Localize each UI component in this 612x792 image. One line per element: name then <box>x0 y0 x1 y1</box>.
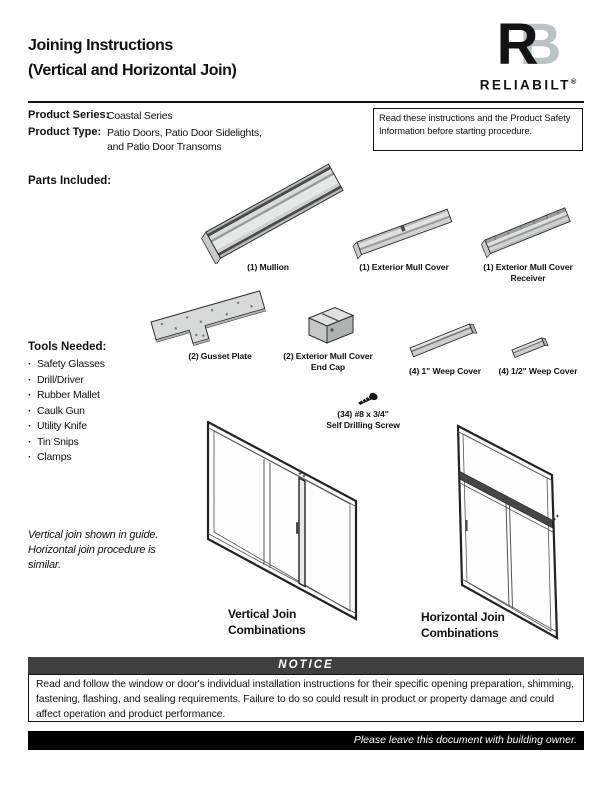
end-cap-illustration-icon <box>307 306 355 344</box>
tool-item: · Utility Knife <box>28 419 148 435</box>
product-series-label: Product Series: <box>28 109 110 121</box>
product-type-value-line1: Patio Doors, Patio Door Sidelights, <box>107 126 262 139</box>
tool-item-label: Utility Knife <box>37 420 87 432</box>
part-label-text: (1) Mullion <box>247 262 289 272</box>
doc-title-line2: (Vertical and Horizontal Join) <box>28 62 237 79</box>
parts-included-heading: Parts Included: <box>28 175 112 187</box>
part-label-self-drilling-screw: (34) #8 x 3/4"Self Drilling Screw <box>308 409 418 431</box>
tool-item: · Safety Glasses <box>28 357 148 373</box>
tool-item: · Drill/Driver <box>28 373 148 389</box>
part-label-text: (1) Exterior Mull Cover <box>483 262 573 272</box>
tool-item-label: Clamps <box>37 451 72 463</box>
logo-letter-b: B <box>519 12 562 77</box>
bullet-icon: · <box>28 435 32 448</box>
tool-item: · Rubber Mallet <box>28 388 148 404</box>
vertical-join-caption: Vertical Join Combinations <box>228 606 306 638</box>
part-label-weep-cover-1in: (4) 1" Weep Cover <box>390 366 500 377</box>
reliabilt-logo: RB RELIABILT® <box>468 14 588 93</box>
part-label-text: (2) Exterior Mull Cover <box>283 351 373 361</box>
horizontal-join-caption-line1: Horizontal Join <box>421 610 505 624</box>
header-divider-rule <box>28 101 584 103</box>
bullet-icon: · <box>28 389 32 401</box>
part-label-text: (2) Gusset Plate <box>188 351 252 361</box>
tools-list: · Safety Glasses · Drill/Driver · Rubber Ma… <box>28 357 148 466</box>
part-label-text2: Self Drilling Screw <box>326 420 400 431</box>
gusset-plate-illustration-icon <box>150 290 266 346</box>
notice-title-bar: NOTICE <box>28 657 584 674</box>
exterior-mull-cover-receiver-illustration-icon <box>480 207 571 259</box>
bullet-icon: · <box>28 404 32 417</box>
self-drilling-screw-illustration-icon <box>358 392 378 405</box>
logo-brand-name: RELIABILT® <box>468 77 588 93</box>
safety-note-box: Read these instructions and the Product … <box>373 108 583 151</box>
part-label-exterior-mull-cover: (1) Exterior Mull Cover <box>349 262 459 273</box>
horizontal-join-caption-line2: Combinations <box>421 626 499 640</box>
weep-cover-halfin-illustration-icon <box>511 337 549 359</box>
tools-needed-heading: Tools Needed: <box>28 341 107 353</box>
footer-bar: Please leave this document with building… <box>28 731 584 750</box>
bullet-icon: · <box>28 358 32 370</box>
part-label-weep-cover-halfin: (4) 1/2" Weep Cover <box>483 366 593 377</box>
tool-item-label: Drill/Driver <box>37 373 84 386</box>
tool-item: · Caulk Gun <box>28 404 148 420</box>
doc-title-line1: Joining Instructions <box>28 37 173 54</box>
vertical-join-caption-line2: Combinations <box>228 623 306 637</box>
bullet-icon: · <box>28 420 32 432</box>
exterior-mull-cover-illustration-icon <box>352 208 453 260</box>
product-series-value: Coastal Series <box>107 109 173 122</box>
logo-brand-text: RELIABILT <box>479 77 571 93</box>
join-procedure-note: Vertical join shown in guide. Horizontal… <box>28 529 159 571</box>
weep-cover-1in-illustration-icon <box>409 323 478 358</box>
part-label-mullion: (1) Mullion <box>213 262 323 273</box>
part-label-text2: Receiver <box>510 273 546 284</box>
part-label-text: (1) Exterior Mull Cover <box>359 262 449 272</box>
tool-item-label: Caulk Gun <box>37 404 85 417</box>
product-type-value-line2: and Patio Door Transoms <box>107 140 222 153</box>
vertical-join-diagram <box>206 421 358 621</box>
part-label-text: (34) #8 x 3/4" <box>337 409 389 419</box>
horizontal-join-caption: Horizontal Join Combinations <box>421 609 505 641</box>
logo-monogram: RB <box>468 14 588 76</box>
part-label-text: (4) 1" Weep Cover <box>409 366 481 376</box>
vertical-join-caption-line1: Vertical Join <box>228 607 297 621</box>
registered-trademark-symbol: ® <box>570 77 577 86</box>
tool-item: · Clamps <box>28 450 148 466</box>
horizontal-join-diagram <box>456 424 559 640</box>
bullet-icon: · <box>28 373 32 386</box>
tool-item-label: Safety Glasses <box>37 358 105 370</box>
product-type-label: Product Type: <box>28 126 102 138</box>
part-label-gusset-plate: (2) Gusset Plate <box>165 351 275 362</box>
part-label-text2: End Cap <box>310 362 346 373</box>
tool-item-label: Rubber Mallet <box>37 389 100 401</box>
mullion-illustration-icon <box>201 163 344 264</box>
part-label-text: (4) 1/2" Weep Cover <box>498 366 578 376</box>
tool-item-label: Tin Snips <box>37 435 79 448</box>
notice-body-text: Read and follow the window or door's ind… <box>28 674 584 722</box>
tool-item: · Tin Snips <box>28 435 148 451</box>
logo-letter-r: R <box>496 12 539 77</box>
bullet-icon: · <box>28 451 32 463</box>
